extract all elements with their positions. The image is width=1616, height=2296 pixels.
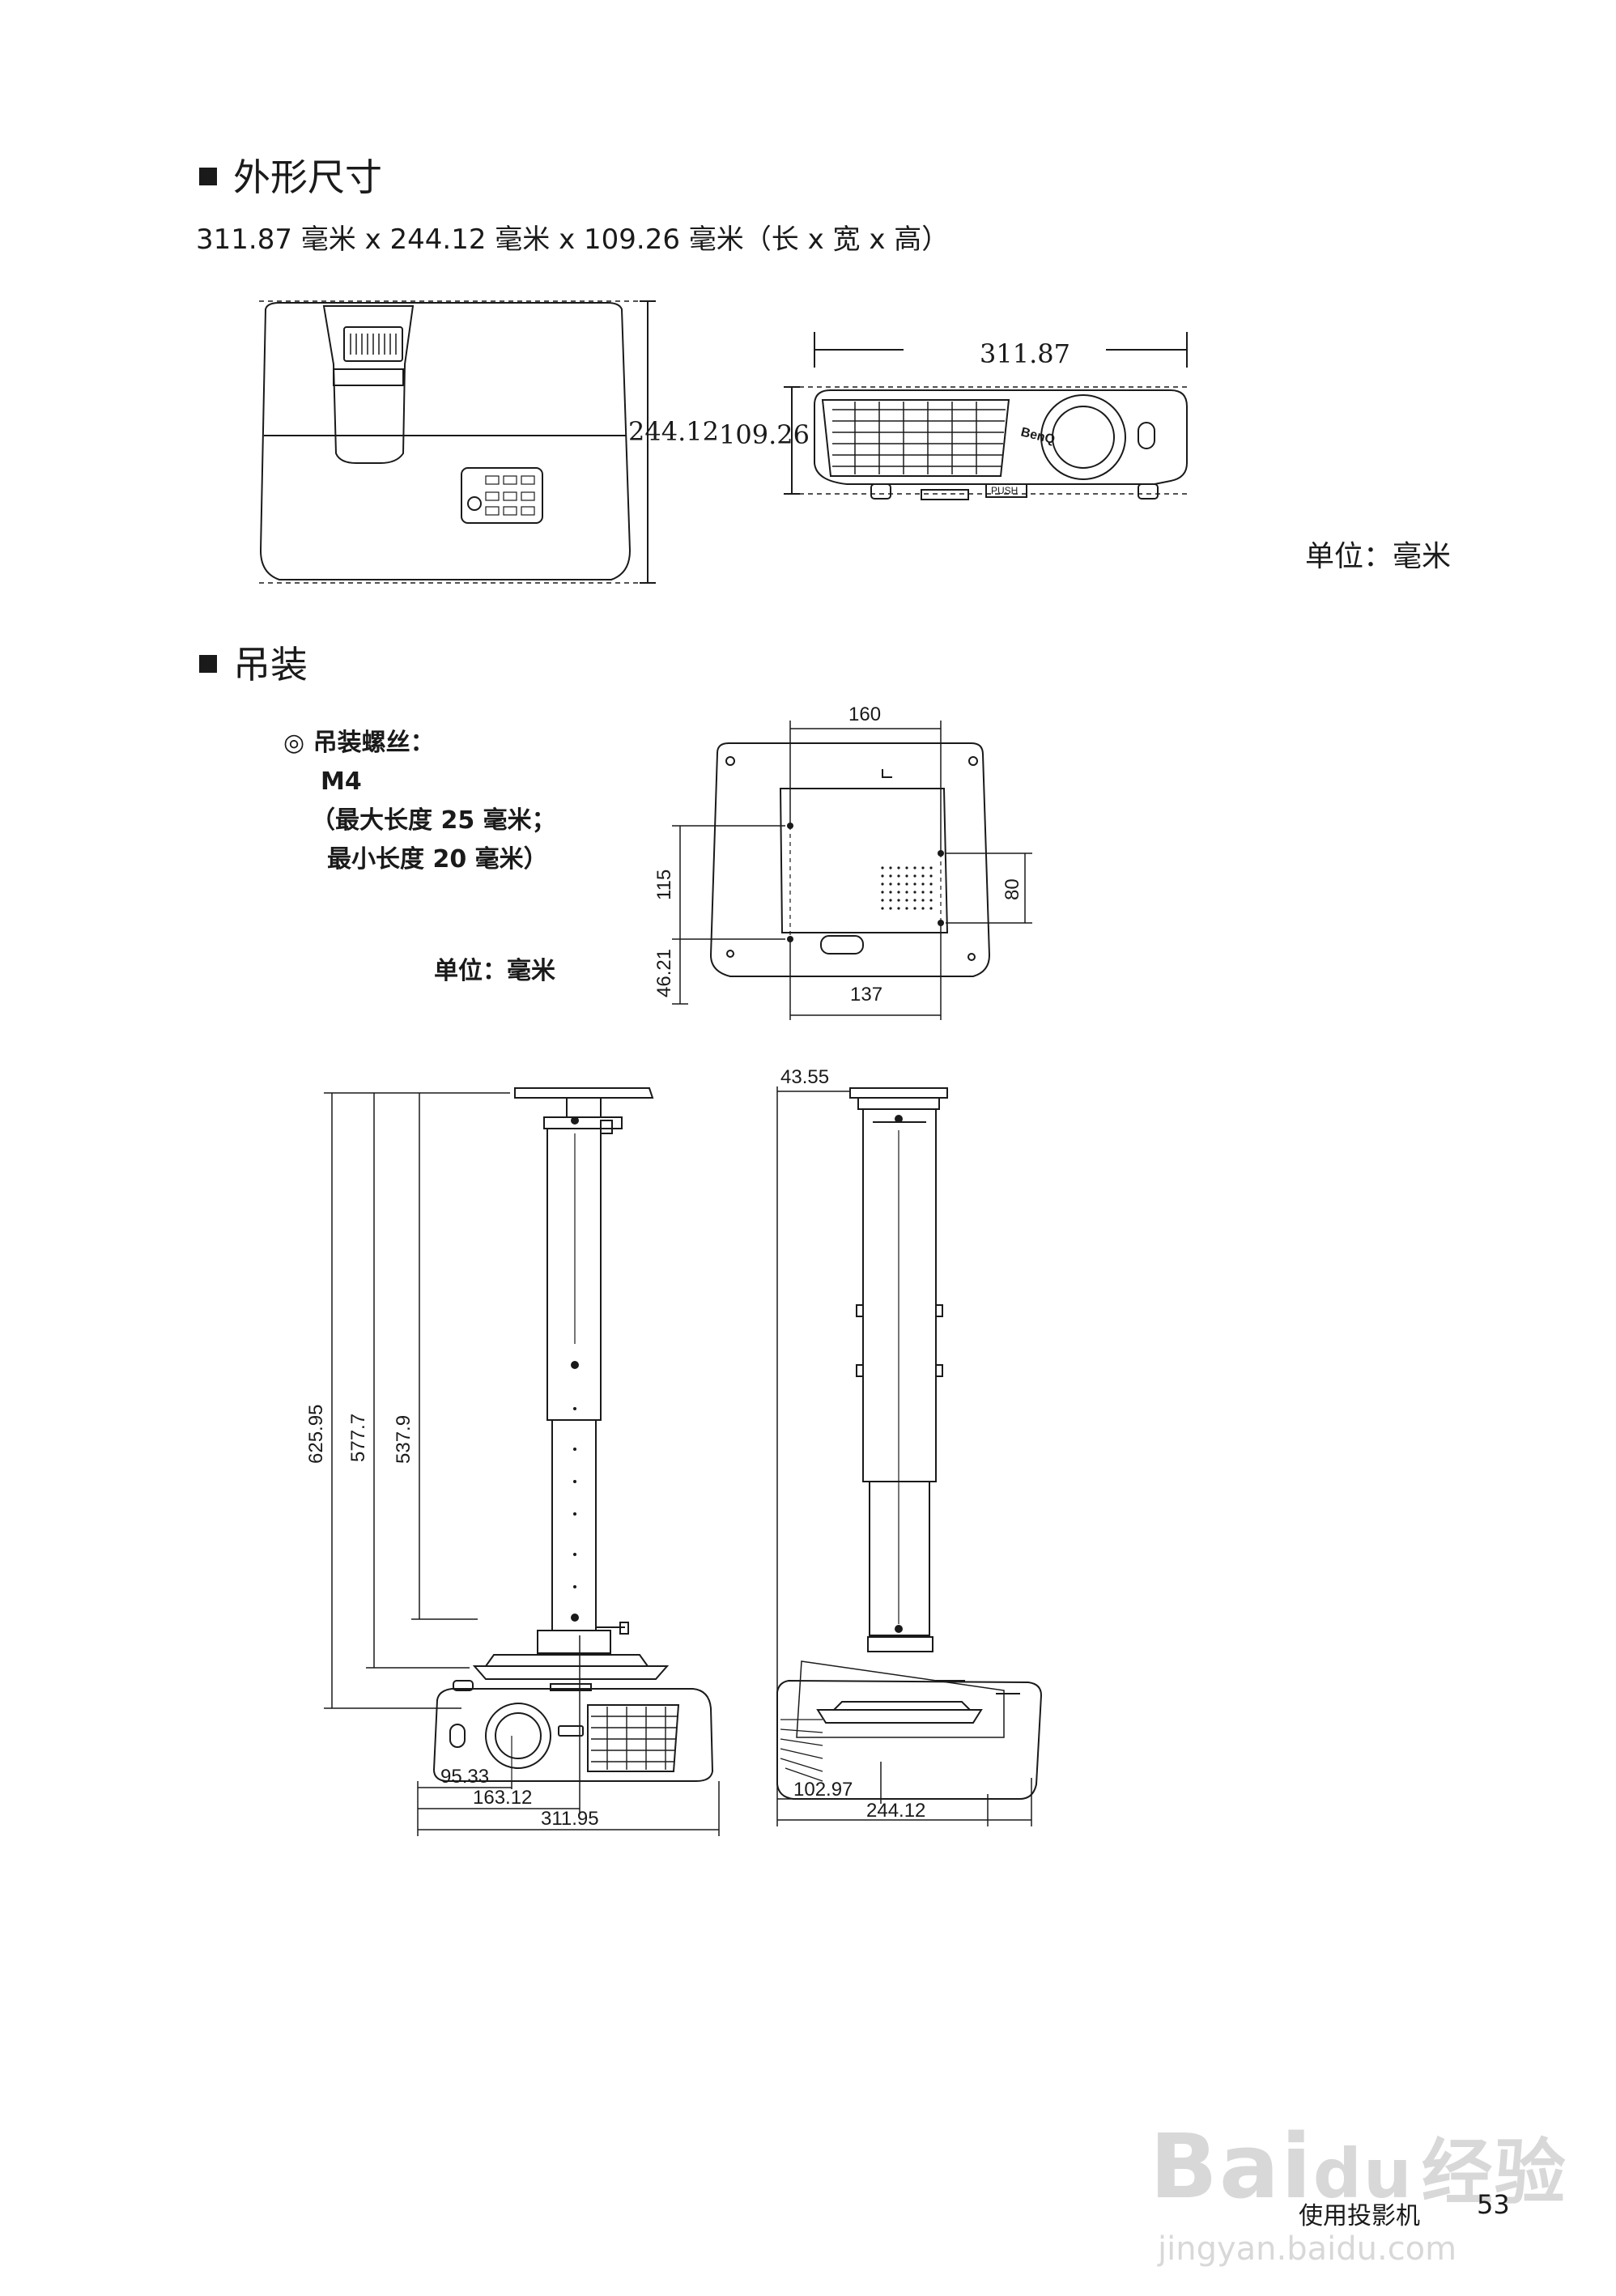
section-title-text: 吊装 bbox=[233, 643, 308, 687]
width-dim-2: 163.12 bbox=[473, 1787, 532, 1809]
width-dim-3: 311.95 bbox=[541, 1808, 599, 1830]
bottom-view-right-dim: 80 bbox=[1001, 878, 1023, 900]
projector-bottom-view-diagram: 160 115 46.21 80 137 bbox=[653, 704, 1032, 1020]
footer-label: 使用投影机 bbox=[1299, 2202, 1420, 2230]
width-label: 244.12 bbox=[628, 416, 719, 447]
push-label: PUSH bbox=[991, 485, 1018, 496]
watermark-main: Bai bbox=[1150, 2115, 1313, 2218]
bottom-view-left-lower-dim: 46.21 bbox=[653, 949, 675, 997]
ceiling-mount-side-view-diagram: 43.55 102.97 244.12 bbox=[776, 1066, 1043, 1826]
dimension-spec-text: 311.87 毫米 x 244.12 毫米 x 109.26 毫米（长 x 宽 … bbox=[196, 223, 950, 256]
length-label: 311.87 bbox=[980, 338, 1070, 369]
page-number: 53 bbox=[1477, 2189, 1510, 2220]
side-width-dim-1: 102.97 bbox=[793, 1779, 853, 1801]
section-title-text: 外形尺寸 bbox=[233, 155, 382, 199]
height-dim-2: 577.7 bbox=[347, 1414, 369, 1462]
unit-label-mounting: 单位：毫米 bbox=[434, 957, 555, 985]
screw-note-heading: ◎ 吊装螺丝： bbox=[283, 729, 435, 757]
watermark-cn: 经验 bbox=[1421, 2131, 1567, 2214]
height-dim-1: 625.95 bbox=[305, 1405, 327, 1464]
height-label: 109.26 bbox=[719, 419, 810, 450]
bullet-square-icon bbox=[199, 168, 217, 185]
bottom-view-top-dim: 160 bbox=[848, 704, 881, 725]
side-top-dim: 43.55 bbox=[780, 1066, 829, 1088]
screw-min-length: 最小长度 20 毫米） bbox=[327, 845, 548, 874]
height-dim-3: 537.9 bbox=[393, 1415, 415, 1464]
bottom-view-left-upper-dim: 115 bbox=[653, 870, 675, 900]
section-title-dimensions: 外形尺寸 bbox=[199, 159, 382, 196]
width-dim-1: 95.33 bbox=[440, 1766, 489, 1788]
bullet-square-icon bbox=[199, 655, 217, 673]
ceiling-mount-front-view-diagram: 625.95 577.7 537.9 bbox=[305, 1087, 720, 1836]
section-title-mounting: 吊装 bbox=[199, 646, 308, 683]
screw-spec: M4 bbox=[321, 767, 362, 796]
bottom-view-bottom-dim: 137 bbox=[850, 984, 882, 1006]
screw-note: ◎ 吊装螺丝： M4 （最大长度 25 毫米； 最小长度 20 毫米） bbox=[283, 724, 556, 879]
brand-logo: BenQ bbox=[1019, 425, 1057, 447]
unit-label-top: 单位：毫米 bbox=[1305, 540, 1452, 573]
projector-top-view-diagram bbox=[259, 300, 656, 584]
watermark-url: jingyan.baidu.com bbox=[1158, 2230, 1457, 2268]
screw-max-length: （最大长度 25 毫米； bbox=[311, 806, 556, 835]
side-width-dim-2: 244.12 bbox=[866, 1800, 925, 1822]
paw-icon-text: du bbox=[1312, 2134, 1414, 2213]
projector-front-view-diagram: BenQ PUSH bbox=[784, 332, 1191, 500]
